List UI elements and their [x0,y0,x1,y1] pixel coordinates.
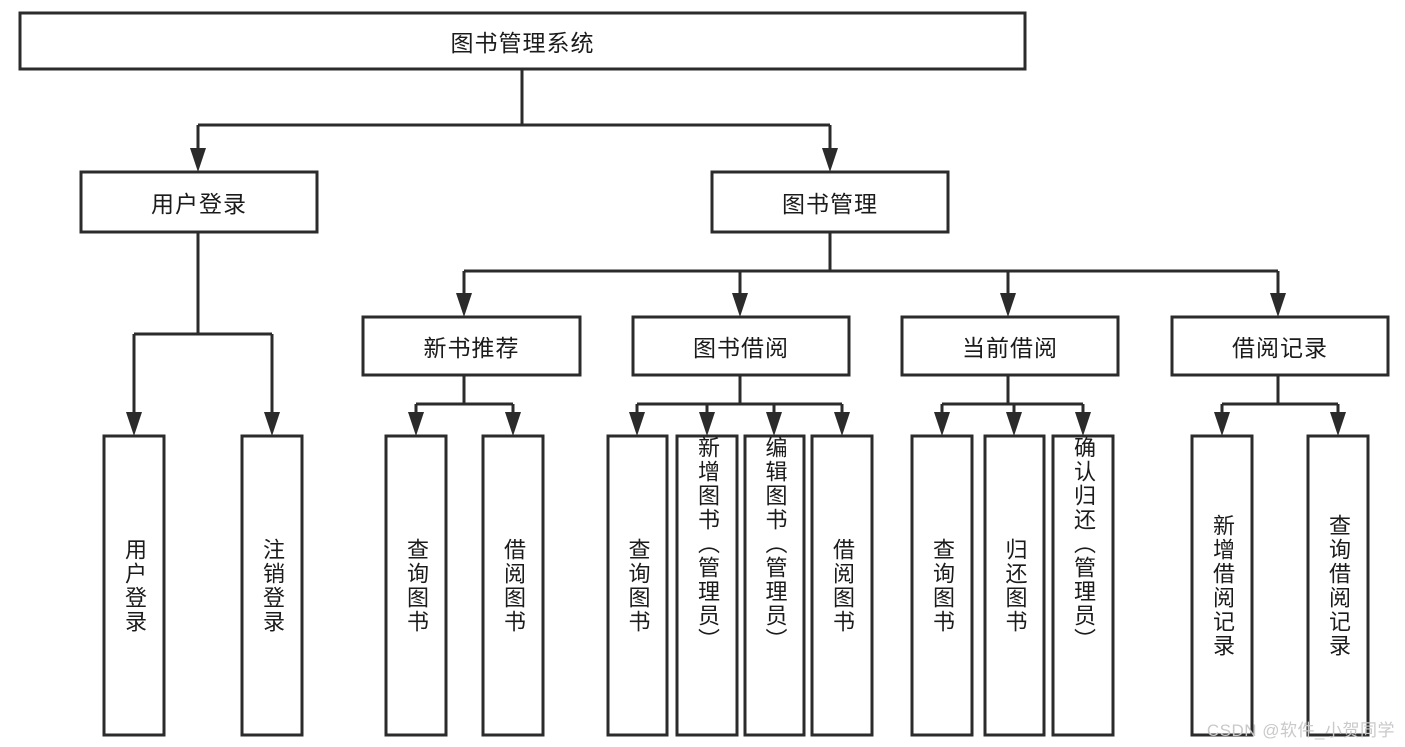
connector-group-book-borrow [629,375,850,436]
arrow-head-leaf-confirm-return-admin [1075,412,1091,436]
arrow-head-leaf-query-book-cur [934,412,950,436]
arrow-head-leaf-edit-book-admin [766,412,782,436]
node-box-leaf-query-book-rec[interactable] [384,434,448,737]
node-box-leaf-edit-book-admin[interactable] [743,434,806,737]
arrow-head-leaf-return-book [1006,412,1022,436]
arrow-head-borrow-record [1270,293,1286,317]
arrow-head-leaf-borrow-book [834,412,850,436]
arrow-head-leaf-add-book-admin [699,412,715,436]
arrow-head-new-book-recommend [456,293,472,317]
node-box-leaf-user-logout[interactable] [240,434,304,737]
arrow-head-leaf-user-logout [264,412,280,436]
node-box-leaf-borrow-book-rec[interactable] [481,434,545,737]
node-box-leaf-user-login[interactable] [102,434,166,737]
arrow-head-leaf-add-borrow-record [1214,412,1230,436]
node-box-leaf-borrow-book[interactable] [810,434,874,737]
node-box-leaf-add-borrow-record[interactable] [1190,434,1254,737]
arrow-head-leaf-query-borrow-record [1330,412,1346,436]
arrow-head-leaf-borrow-book-rec [505,412,521,436]
node-box-leaf-confirm-return-admin[interactable] [1051,434,1115,737]
connector-group-borrow-record [1214,375,1346,436]
connector-group-current-borrow [934,375,1091,436]
node-box-leaf-query-book-borrow[interactable] [606,434,669,737]
arrow-head-leaf-user-login [126,412,142,436]
arrow-head-book-borrow [732,293,748,317]
arrow-head-book-manage [822,148,838,172]
arrow-head-current-borrow [1000,293,1016,317]
watermark-text: CSDN @软件_小贺同学 [1206,721,1395,740]
connector-group-book-manage [456,232,1286,317]
node-box-user-login[interactable] [79,170,319,234]
node-box-leaf-add-book-admin[interactable] [675,434,739,737]
arrow-head-user-login [190,148,206,172]
node-box-book-manage[interactable] [710,170,950,234]
arrow-head-leaf-query-book-borrow [629,412,645,436]
node-box-borrow-record[interactable] [1170,315,1390,377]
node-box-current-borrow[interactable] [900,315,1120,377]
node-box-leaf-return-book[interactable] [983,434,1046,737]
node-box-root[interactable] [18,11,1027,71]
connector-group-root [190,69,838,172]
node-box-book-borrow[interactable] [631,315,851,377]
connector-group-new-book-recommend [408,375,521,436]
node-box-leaf-query-borrow-record[interactable] [1306,434,1370,737]
node-box-new-book-recommend[interactable] [361,315,582,377]
node-box-leaf-query-book-cur[interactable] [910,434,974,737]
arrow-head-leaf-query-book-rec [408,412,424,436]
connector-group-user-login [126,232,280,436]
